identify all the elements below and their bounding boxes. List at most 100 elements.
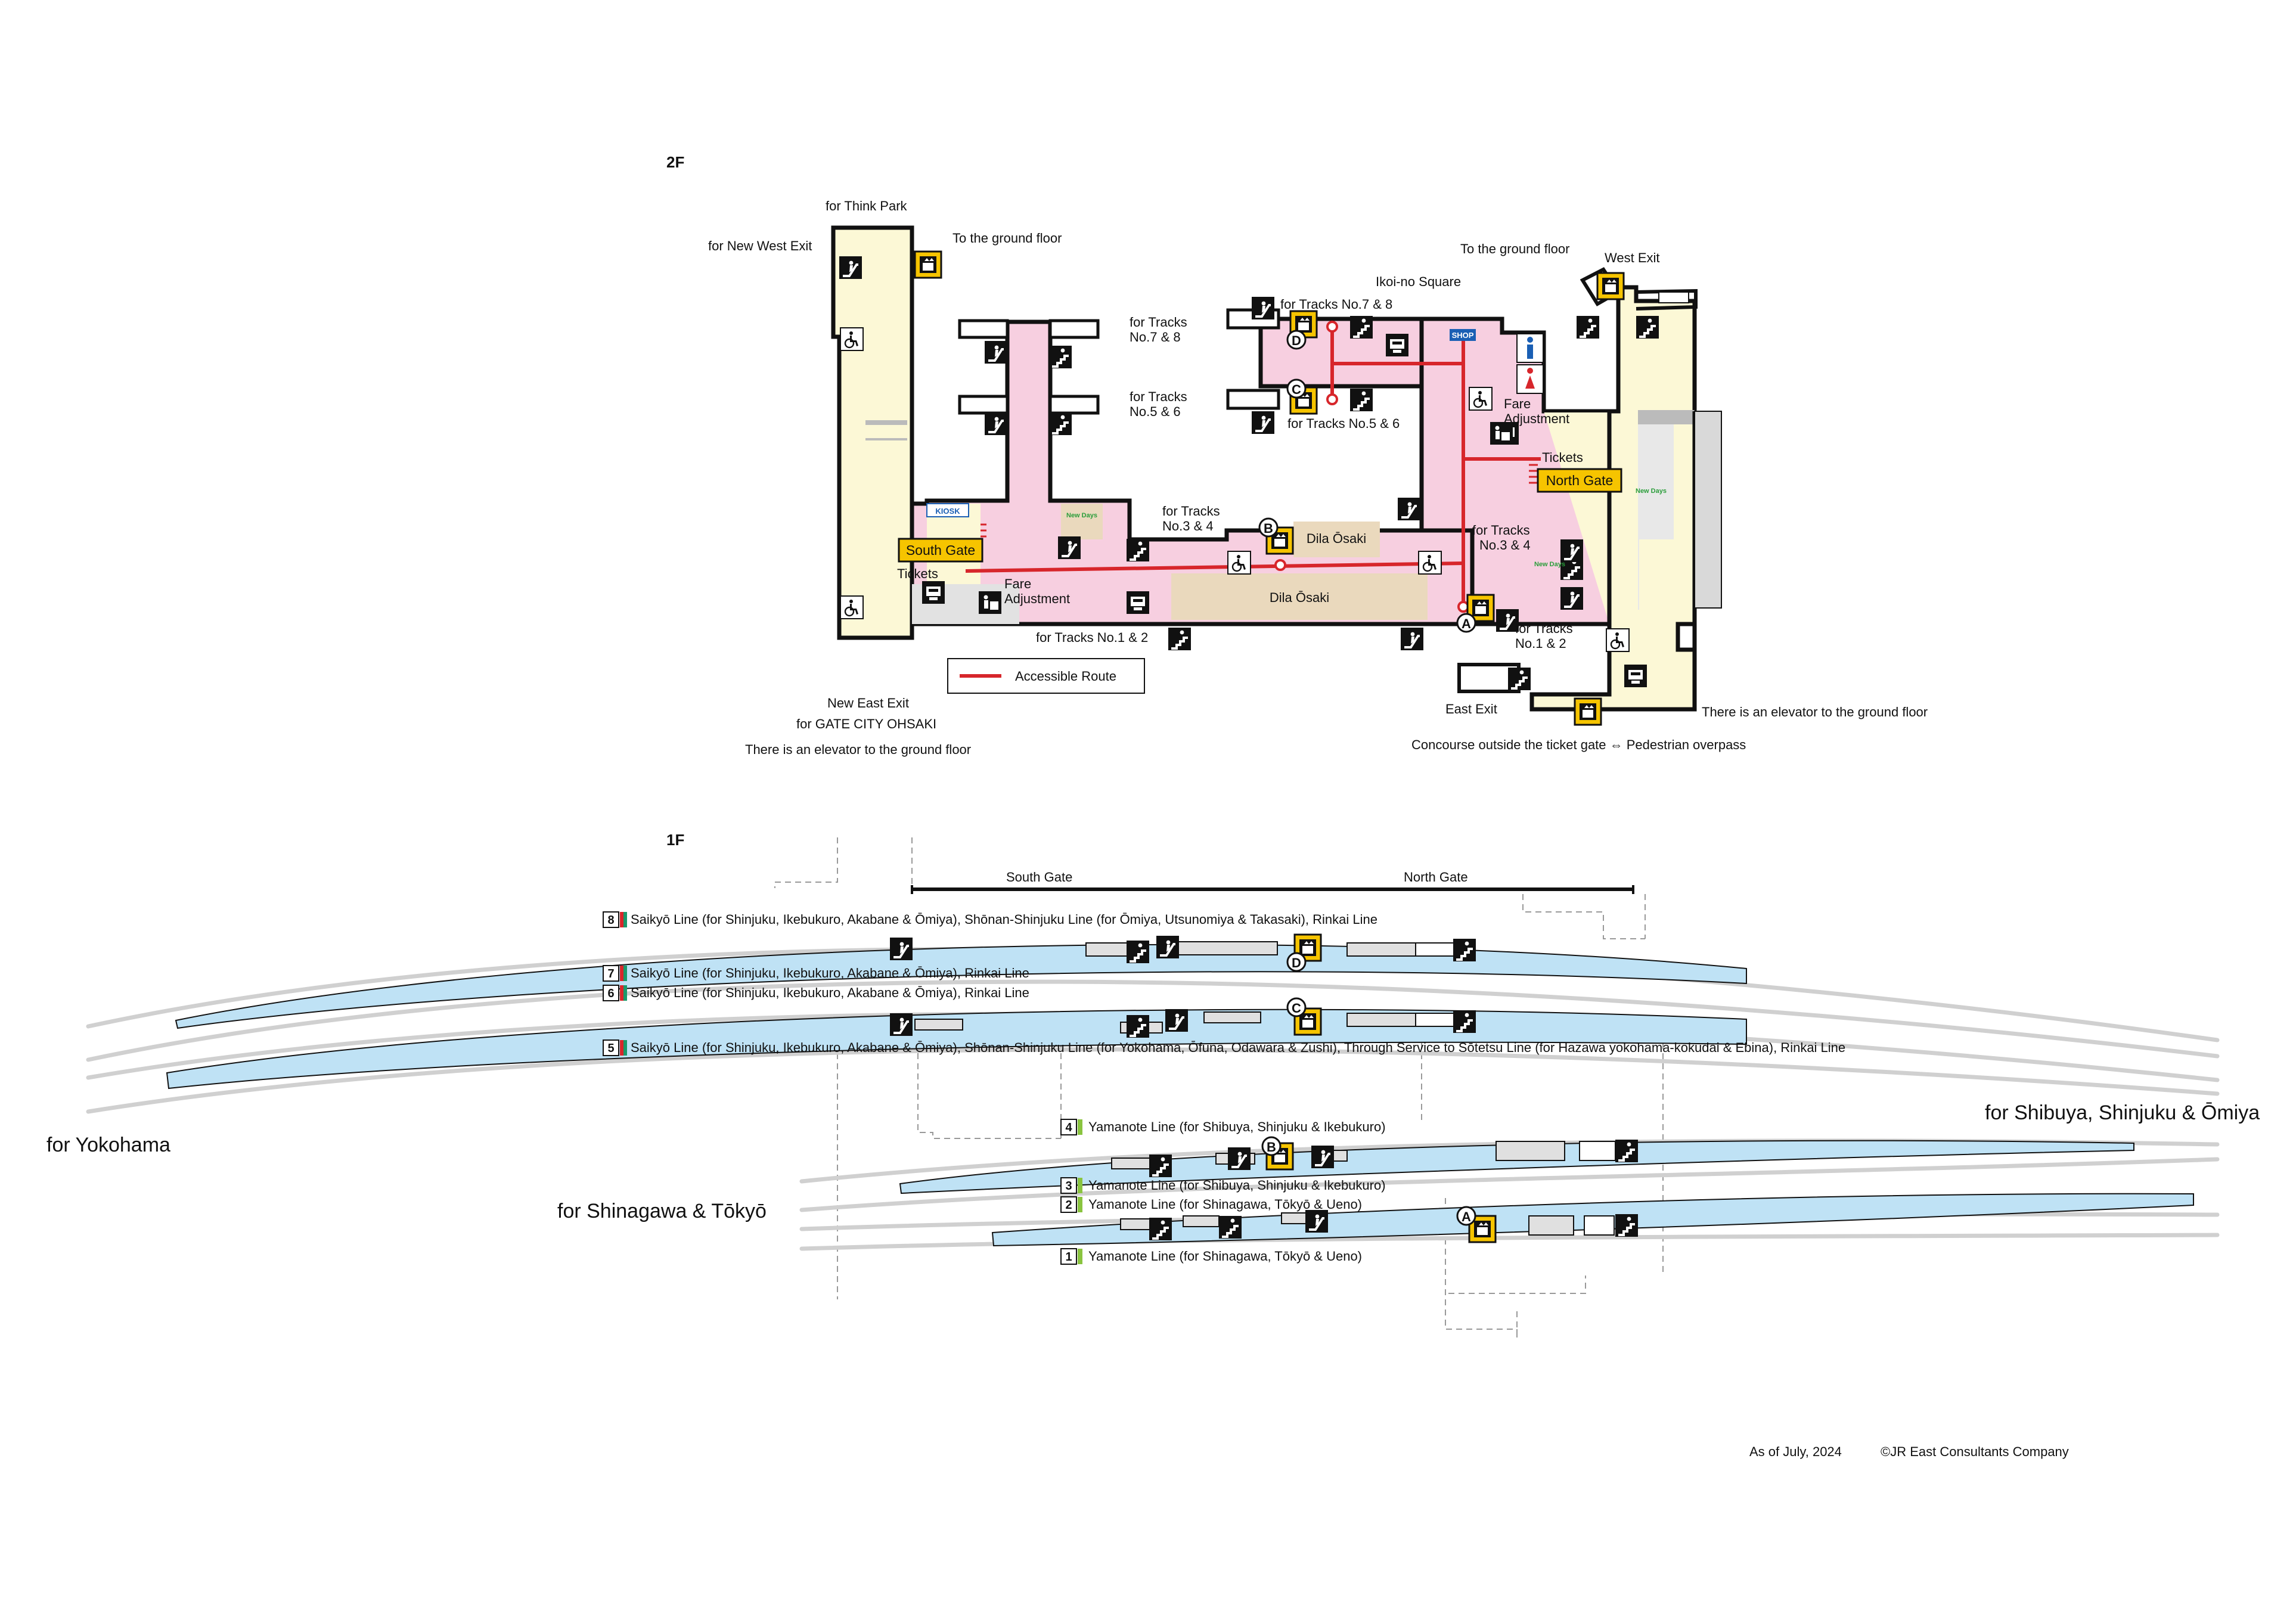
for-tracks-7-8-left-label: for Tracks [1130,315,1187,330]
marker-d-1f: D [1286,952,1307,972]
elevator-note-right: There is an elevator to the ground floor [1702,705,1928,719]
escalator-icon [985,341,1007,364]
for-yokohama-label: for Yokohama [46,1134,170,1156]
ikoi-no-square-label: Ikoi-no Square [1376,274,1461,289]
line-color-bar [620,1040,623,1056]
line-color-bar [623,1040,627,1056]
svg-text:D: D [1292,955,1301,970]
to-ground-floor-left-label: To the ground floor [952,231,1062,246]
line-color-bar [1078,1249,1082,1264]
for-tracks-5-6-bottom-label: for Tracks No.5 & 6 [1287,416,1400,431]
svg-text:New Days: New Days [1636,488,1667,495]
as-of-date: As of July, 2024 [1749,1444,1842,1459]
dila-osaki-small [1293,522,1380,557]
svg-text:New Days: New Days [1066,512,1097,519]
stairs-icon [1049,412,1072,435]
track-number-box [1060,1119,1077,1135]
track-number: 7 [607,967,614,980]
escalator-icon [1560,539,1583,562]
for-tracks-3-4-right-label: for Tracks [1472,523,1530,538]
east-exit-label: East Exit [1445,702,1497,716]
accessible-route-label: Accessible Route [1015,669,1116,684]
stairs-icon [1149,1155,1172,1177]
newdays-badge-south: New Days [1066,512,1097,519]
for-tracks-1-2-right-label-2: No.1 & 2 [1515,636,1566,651]
dila-osaki-large-label: Dila Ōsaki [1270,590,1329,605]
stairs-icon [1127,539,1149,561]
fare-adjustment-left-label: Fare [1004,576,1031,591]
track-number-box [603,911,619,928]
new-east-exit-label: New East Exit [827,696,909,710]
marker-b-2f: B [1258,517,1279,538]
south-gate-badge: South Gate [898,538,983,563]
escalator-icon [1252,411,1274,434]
svg-text:C: C [1292,382,1301,397]
track-number: 4 [1065,1121,1072,1134]
elevator-note-left: There is an elevator to the ground floor [745,742,971,757]
track-number: 1 [1065,1250,1072,1264]
north-gate-badge: North Gate [1537,468,1622,493]
ticket-machine-icon [922,581,945,604]
track-number: 5 [607,1042,614,1055]
track-label-3: 3 Yamanote Line (for Shibuya, Shinjuku & … [1060,1177,1386,1194]
for-shibuya-label: for Shibuya, Shinjuku & Ōmiya [1985,1101,2260,1124]
line-color-bar [620,966,623,981]
track-number: 3 [1065,1180,1072,1193]
svg-text:C: C [1292,1001,1301,1016]
platform-structures [914,941,1616,1236]
fare-adjustment-left-label-2: Adjustment [1004,591,1070,606]
wheelchair-icon [839,327,864,352]
stairs-icon [1350,316,1373,339]
for-tracks-7-8-top-label: for Tracks No.7 & 8 [1280,297,1392,312]
escalator-icon [1156,936,1179,958]
escalator-icon [1560,587,1583,610]
for-tracks-3-4-mid-label-2: No.3 & 4 [1162,519,1214,533]
north-gate-label: North Gate [1546,473,1614,488]
for-tracks-5-6-left-label: for Tracks [1130,389,1187,404]
stairs-icon [1615,1214,1638,1237]
gate-bracket [911,885,1634,894]
line-color-bar [620,912,623,927]
ticket-machine-icon [1127,591,1149,614]
stairs-icon [1508,668,1531,690]
escalator-icon [1058,536,1081,559]
escalator-icon [839,256,862,279]
copyright: ©JR East Consultants Company [1881,1444,2069,1459]
stairs-icon [1636,316,1659,339]
for-shinagawa-label: for Shinagawa & Tōkyō [557,1200,767,1222]
kiosk-badge: KIOSK [926,503,969,517]
elevator-icon [1596,272,1625,300]
track-line-label: Yamanote Line (for Shibuya, Shinjuku & I… [1088,1178,1386,1193]
track-line-label: Saikyō Line (for Shinjuku, Ikebukuro, Ak… [631,985,1029,1000]
south-gate-label: South Gate [906,542,975,558]
escalator-icon [1165,1009,1188,1032]
svg-text:KIOSK: KIOSK [935,507,960,516]
escalator-icon [1398,498,1420,520]
line-color-bar [623,966,627,981]
track-stairs-upper-left [958,319,1100,415]
fare-adjustment-right-label: Fare [1504,396,1531,411]
track-number-box [1060,1248,1077,1265]
accessible-route [965,327,1541,607]
line-color-bar [1078,1178,1082,1193]
stairs-icon [1168,628,1191,650]
wheelchair-icon [1417,550,1442,575]
stairs-icon [1219,1216,1242,1239]
newdays-shop-south [1061,504,1103,539]
west-exit-label: West Exit [1605,250,1660,265]
stairs-icon [1127,941,1149,963]
track-number-box [603,985,619,1001]
wheelchair-icon [1605,628,1630,653]
svg-text:A: A [1462,616,1471,631]
for-new-west-exit-label: for New West Exit [708,238,812,253]
ticket-machine-icon [1386,334,1408,356]
to-ground-floor-right-label: To the ground floor [1460,241,1569,256]
svg-text:A: A [1462,1209,1471,1224]
stairs-icon [1350,389,1373,411]
